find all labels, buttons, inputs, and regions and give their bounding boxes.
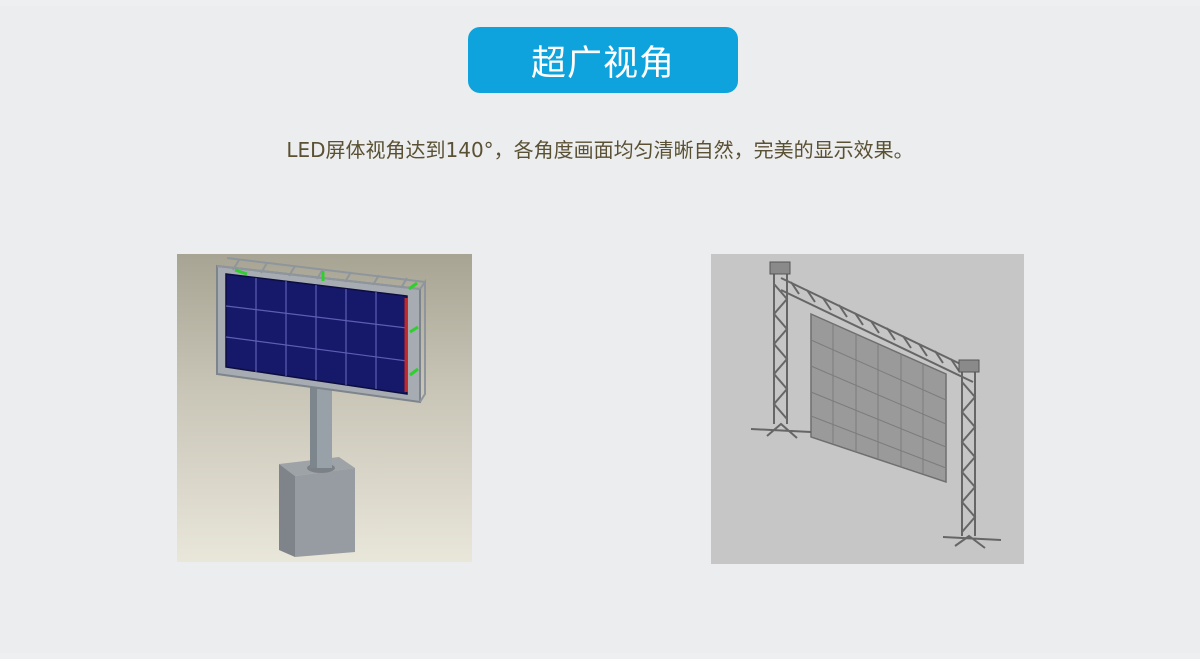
section-title-badge: 超广视角 <box>468 27 738 93</box>
section-description: LED屏体视角达到140°，各角度画面均匀清晰自然，完美的显示效果。 <box>286 138 914 162</box>
truss-screen-illustration <box>750 261 1002 549</box>
base-left-face <box>279 464 295 557</box>
pole-billboard-illustration <box>216 257 426 557</box>
truss-screen-image <box>711 254 1024 564</box>
pole-billboard-image <box>177 254 472 562</box>
right-truss-tower <box>942 372 1002 549</box>
section-title: 超广视角 <box>530 43 675 84</box>
left-truss-tower <box>750 274 812 439</box>
base-front-face <box>295 468 355 557</box>
